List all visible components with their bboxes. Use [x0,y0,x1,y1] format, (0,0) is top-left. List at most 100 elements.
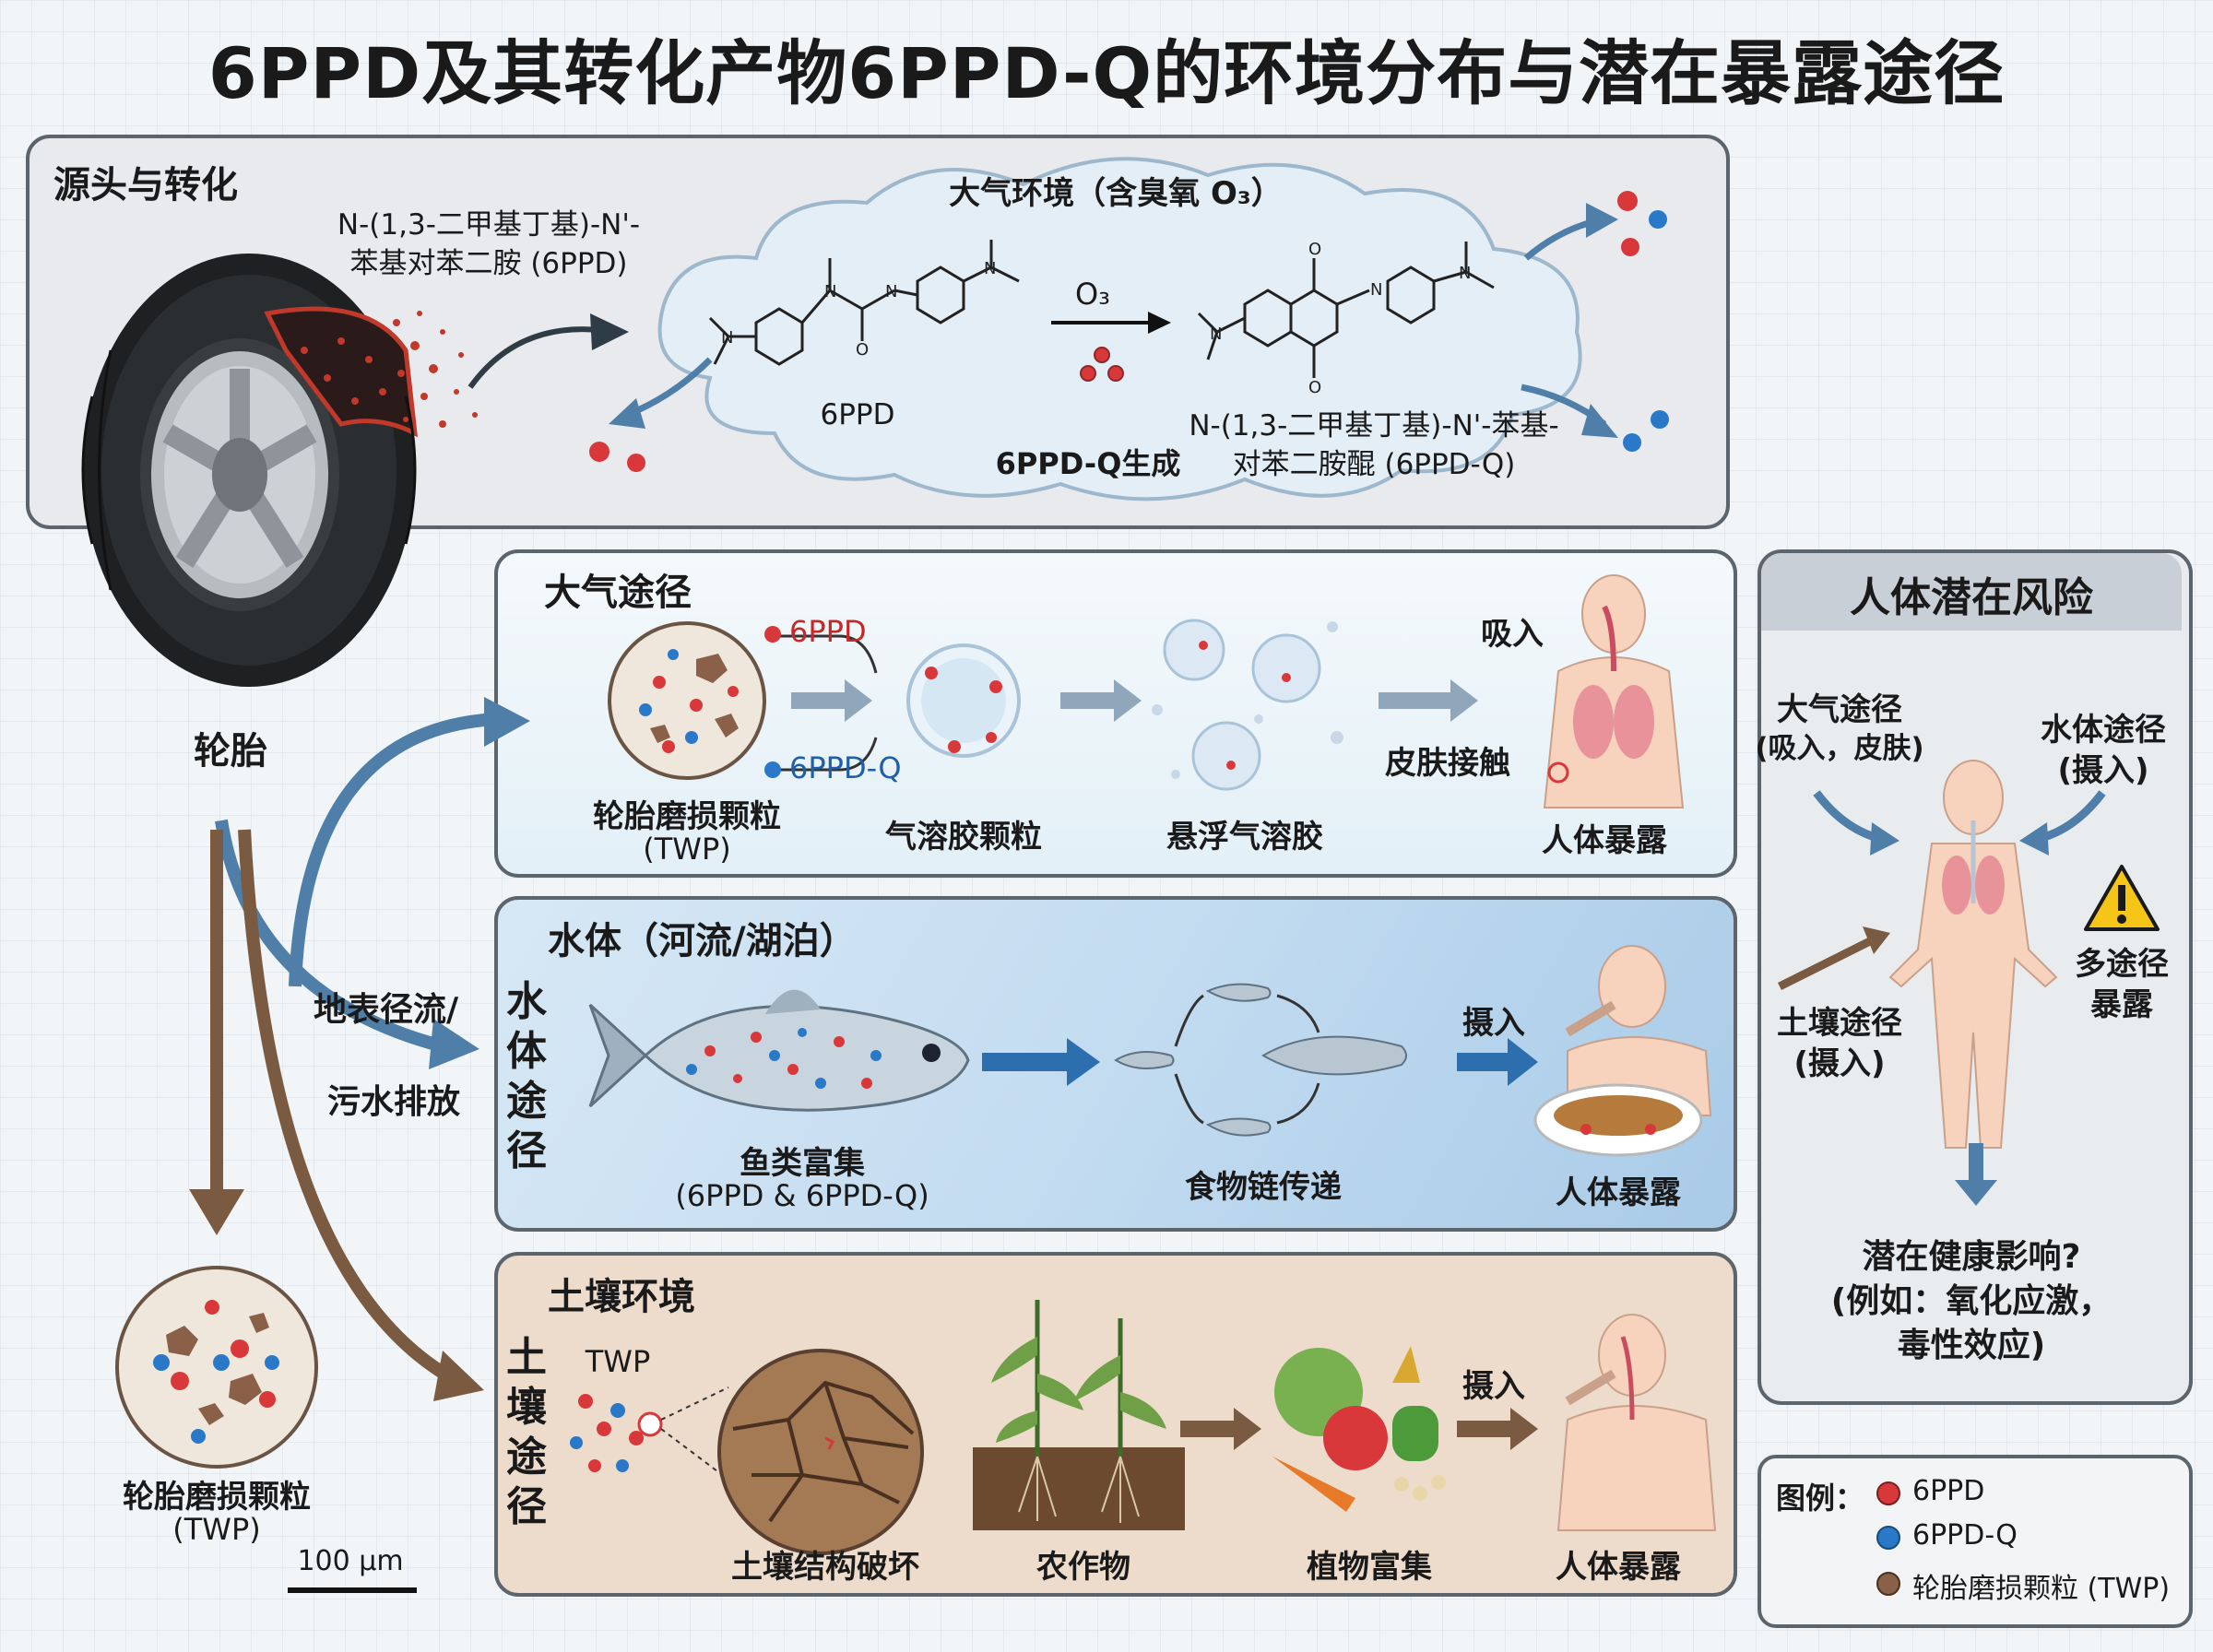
6ppd-name-line1: N-(1,3-二甲基丁基)-N'- [337,208,641,242]
page-title: 6PPD及其转化产物6PPD-Q的环境分布与潜在暴露途径 [207,32,2006,114]
reactant-label: 6PPD [820,398,895,431]
legend-6ppd-dot [1876,1481,1900,1505]
6ppdq-name-line2: 对苯二胺醌 (6PPD-Q) [1232,448,1516,481]
twp-side-label-2: (TWP) [172,1512,261,1547]
legend-panel [1757,1455,2193,1628]
air-heading: 大气途径 [544,572,692,614]
air-exposure-label: 人体暴露 [1542,822,1667,859]
fish-label-2: (6PPD & 6PPD-Q) [675,1178,929,1213]
air-arrow-3 [1379,679,1478,722]
fish-label-1: 鱼类富集 [740,1145,865,1182]
svg-text:O: O [856,340,869,360]
risk-multi-2: 暴露 [2090,986,2153,1023]
emission-arrow [467,313,629,389]
risk-panel-header [1761,553,2182,631]
svg-text:N: N [885,282,897,301]
legend-6ppd: 6PPD [1912,1475,1985,1507]
reagent-label: O₃ [1074,277,1110,312]
tag-6ppd-dot [764,626,781,643]
vegetables-image [1272,1346,1446,1512]
water-vertical-char: 途 [506,1078,547,1125]
suspended-aerosol [1152,619,1343,791]
svg-text:O: O [1308,378,1321,397]
soil-twp-label: TWP [585,1344,651,1379]
aerosol-particle [906,643,1021,758]
runoff-label-2: 污水排放 [327,1083,461,1121]
dispersion-arrows [589,191,1669,472]
runoff-label-1: 地表径流/ [314,991,459,1029]
inhale-label: 吸入 [1481,616,1544,653]
water-arrow-1 [982,1038,1100,1086]
human-body-risk [1888,760,2058,1149]
water-vertical-char: 径 [506,1127,547,1174]
product-label: 6PPD-Q生成 [995,446,1181,481]
soil-vertical-char: 壤 [506,1384,547,1431]
cracked-soil [717,1349,924,1555]
twp-particle-air [608,621,766,780]
health-line-1: 潜在健康影响? [1862,1238,2081,1276]
food-chain-fish [1114,983,1407,1137]
soil-heading: 土壤环境 [548,1276,695,1318]
soil-arrow-2 [1457,1408,1538,1450]
water-arrow-2 [1457,1038,1538,1086]
risk-soil-1: 土壤途径 [1777,1005,1902,1042]
risk-air-2: (吸入，皮肤) [1755,732,1924,765]
risk-water-1: 水体途径 [2041,712,2166,749]
tag-lines [765,634,878,772]
particle-emission [393,311,478,428]
soil-vertical-char: 土 [506,1334,547,1381]
risk-heading: 人体潜在风险 [1850,574,2093,621]
tag-6ppd: 6PPD [789,614,867,649]
health-line-2: (例如：氧化应激， [1830,1282,2112,1320]
soil-vertical-label: 土 壤 途 径 [503,1333,550,1532]
soil-damage-label: 土壤结构破坏 [731,1549,919,1586]
skin-label: 皮肤接触 [1385,745,1510,782]
twp-particle-large [115,1266,318,1469]
soil-vertical-char: 径 [506,1483,547,1530]
scale-bar-label: 100 μm [297,1545,404,1577]
food-chain-label: 食物链传递 [1185,1169,1342,1206]
legend-6ppdq-dot [1876,1526,1900,1550]
risk-soil-2: (摄入) [1793,1045,1886,1082]
cloud-title: 大气环境（含臭氧 O₃） [949,175,1283,212]
human-eating-fish [1533,945,1712,1157]
tag-6ppdq-dot [764,761,781,778]
human-body-air [1543,574,1685,808]
risk-arrows [1777,790,2106,991]
crops-image [973,1300,1185,1530]
air-arrow-2 [1060,679,1142,722]
svg-text:N: N [1459,264,1471,283]
6ppdq-structure: OO NNN [1197,240,1495,397]
human-eating-plants [1556,1314,1717,1531]
6ppd-name-line2: 苯基对苯二胺 (6PPD) [349,247,628,280]
water-vertical-char: 体 [506,1028,547,1075]
water-exposure-label: 人体暴露 [1556,1174,1681,1211]
crops-label: 农作物 [1036,1549,1130,1586]
air-twp-label-2: (TWP) [643,832,731,867]
risk-air-1: 大气途径 [1777,691,1902,728]
svg-text:N: N [1210,324,1222,344]
risk-water-2: (摄入) [2057,752,2149,789]
svg-text:N: N [984,259,996,278]
svg-text:N: N [721,328,733,348]
water-vertical-char: 水 [506,978,547,1025]
source-heading: 源头与转化 [53,164,238,206]
soil-exposure-label: 人体暴露 [1556,1549,1681,1586]
6ppdq-name-line1: N-(1,3-二甲基丁基)-N'-苯基- [1189,409,1559,442]
water-ingest-label: 摄入 [1462,1005,1525,1042]
water-heading: 水体（河流/湖泊） [548,920,857,962]
tire-label: 轮胎 [194,730,267,773]
risk-multi-1: 多途径 [2075,946,2169,983]
soil-ingest-label: 摄入 [1462,1368,1525,1405]
soil-particles [570,1386,729,1481]
tag-6ppdq: 6PPD-Q [789,750,902,785]
water-vertical-label: 水 体 途 径 [503,977,550,1176]
suspended-label: 悬浮气溶胶 [1166,819,1323,856]
legend-6ppdq: 6PPD-Q [1912,1519,2018,1552]
tire-image [81,254,418,687]
distribution-arrows [189,697,530,1401]
twp-side-label-1: 轮胎磨损颗粒 [123,1479,311,1516]
soil-arrow-1 [1180,1408,1261,1450]
air-arrow-1 [791,679,872,722]
